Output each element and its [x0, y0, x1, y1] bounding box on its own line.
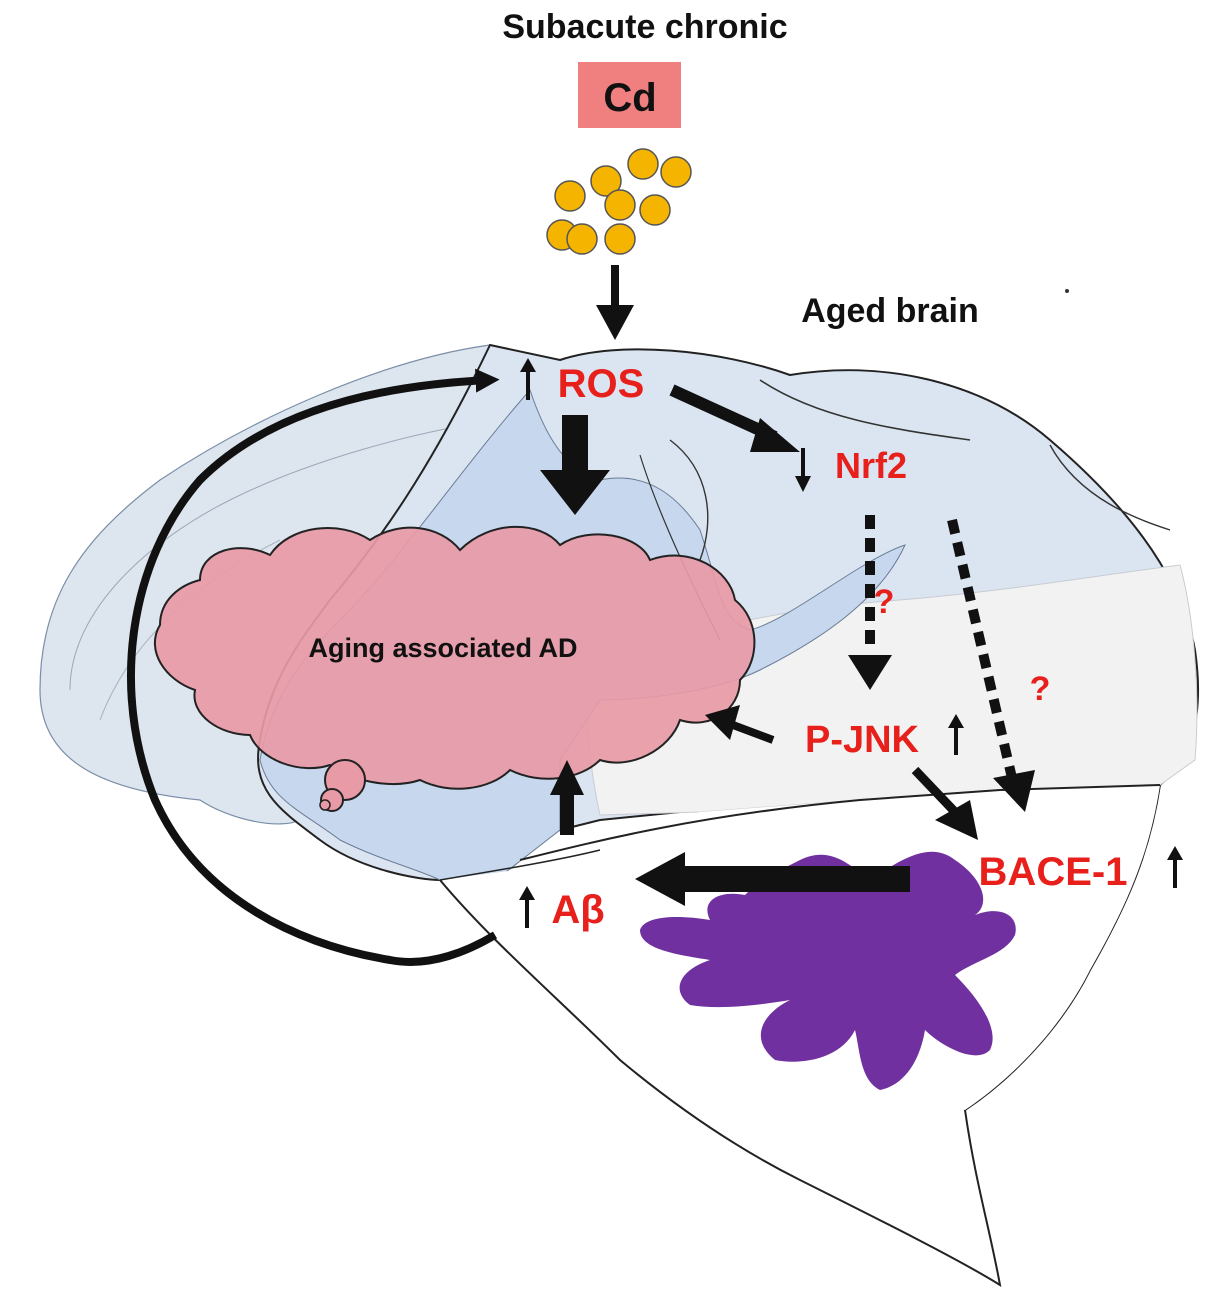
- pjnk-label: P-JNK: [805, 719, 920, 761]
- arrows: [126, 265, 1035, 966]
- nrf2-label: Nrf2: [835, 445, 907, 486]
- cd-box: [578, 62, 681, 128]
- unknown-nrf2-pjnk: ?: [874, 583, 895, 621]
- up-arrow-icon: [519, 886, 535, 928]
- abeta-label: Aβ: [551, 888, 604, 932]
- cd-label: Cd: [603, 76, 656, 120]
- bace1-label: BACE-1: [979, 850, 1128, 894]
- up-arrow-icon: [948, 714, 964, 755]
- brain-illustration: [39, 343, 1200, 1288]
- down-arrow-icon: [795, 448, 811, 492]
- ros-label: ROS: [558, 362, 645, 406]
- title: Subacute chronic: [502, 8, 787, 46]
- up-arrow-icon: [1167, 846, 1183, 888]
- cerebellum: [640, 851, 1016, 1090]
- cd-particle-icon: [546, 148, 692, 255]
- up-arrow-icon: [520, 358, 536, 400]
- disease-label: Aging associated AD: [308, 633, 577, 663]
- ad-cloud: [154, 525, 756, 812]
- unknown-nrf2-bace1: ?: [1030, 670, 1051, 708]
- brain-label: Aged brain: [801, 292, 979, 330]
